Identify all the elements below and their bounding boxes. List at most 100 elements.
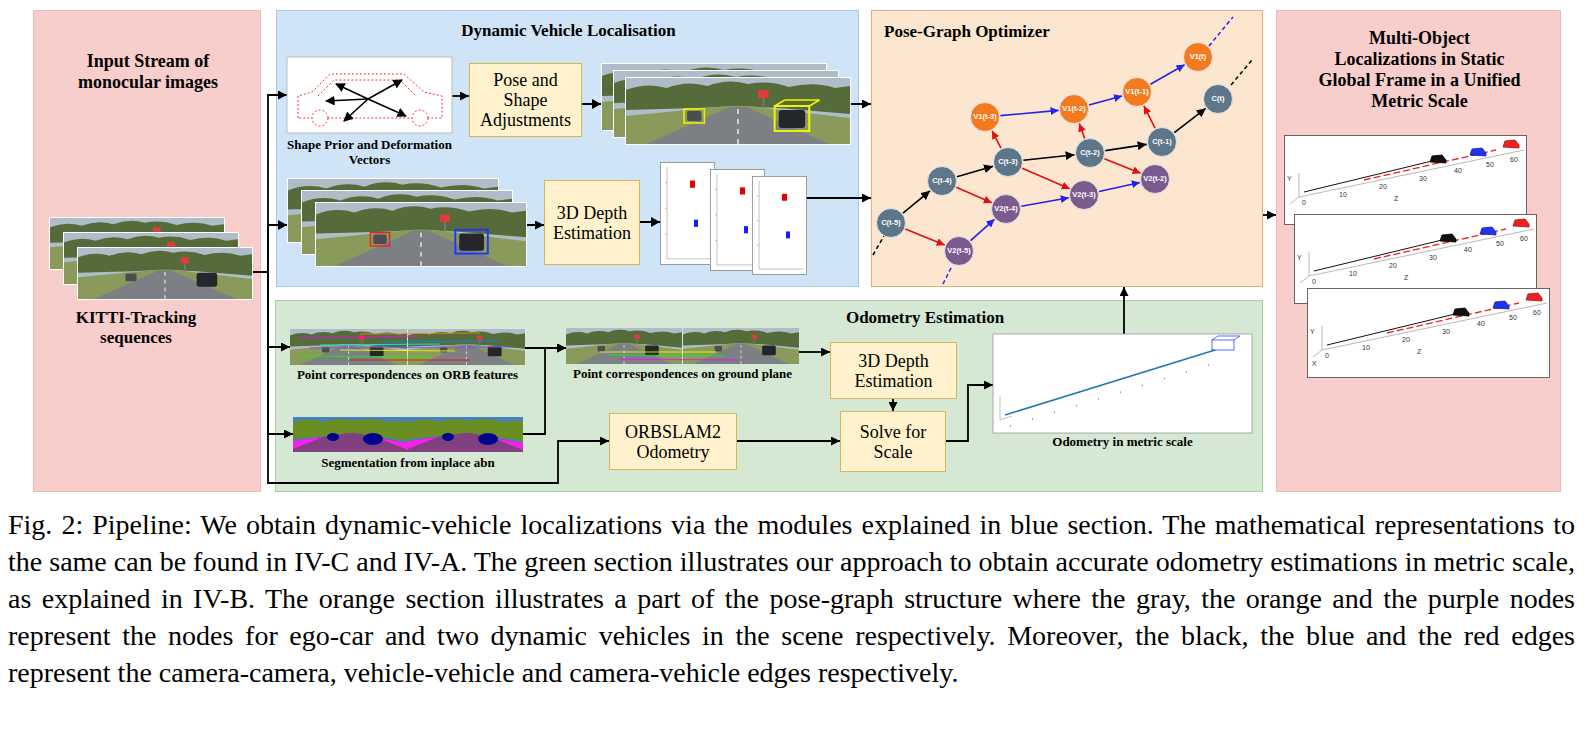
axis-tick: 20 (1402, 336, 1410, 344)
axis-tick: 10 (1339, 191, 1347, 199)
tracked-vehicle-stack-part (613, 70, 839, 138)
odometry-plot-part (1218, 336, 1240, 337)
image-panel: Shape Prior and Deformation Vectors (287, 57, 452, 168)
multi-object-plots (1285, 136, 1550, 378)
connector-arrow (1123, 287, 1125, 334)
image-area (293, 417, 523, 452)
connector-arrow (582, 103, 871, 105)
graph-node: V2(t-5) (944, 236, 974, 266)
image-area (290, 329, 525, 365)
pose-graph-stubs (873, 17, 1252, 284)
pose-graph-stubs-part (873, 236, 884, 255)
connector-arrow (253, 272, 290, 347)
node-label: C(t-3) (998, 158, 1018, 166)
graph-node: C(t-3) (993, 147, 1023, 177)
shape-prior-illustration-part (298, 74, 442, 118)
connector-arrow (1022, 168, 1070, 189)
band-title: Pose-Graph Optimizer (884, 22, 1184, 42)
orb-correspondence-image-part (300, 336, 420, 338)
detection-image-stack-part (315, 202, 527, 267)
axis-tick: 0 (1325, 352, 1329, 360)
process-box: 3D Depth Estimation (830, 342, 957, 399)
ground-plane-image-part (610, 355, 725, 356)
multi-object-plots-part (1295, 215, 1537, 304)
axis-tick: 60 (1510, 156, 1518, 164)
box-label: ORBSLAM2 Odometry (616, 422, 730, 462)
axis-tick: 60 (1533, 309, 1541, 317)
tracked-vehicle-stack-part (602, 64, 826, 130)
odometry-plot-part (1000, 416, 1012, 420)
image-area (287, 57, 452, 133)
odometry-plot (993, 334, 1252, 433)
odometry-plot-part (993, 334, 1252, 433)
shape-prior-illustration-part (326, 99, 368, 101)
image-area (566, 328, 799, 364)
figure-caption: Fig. 2: Pipeline: We obtain dynamic-vehi… (8, 506, 1575, 691)
axis-tick: Y (1287, 175, 1292, 183)
image-panel: Point correspondences on ORB features (290, 329, 525, 383)
image-caption: Segmentation from inplace abn (293, 456, 523, 471)
axis-tick: 40 (1464, 246, 1472, 254)
section-band: Dynamic Vehicle LocalisationShape Prior … (276, 10, 859, 287)
axis-tick: 0 (1312, 278, 1316, 286)
connector-arrow (892, 399, 894, 411)
process-box: Pose and Shape Adjustments (469, 63, 582, 137)
connector-arrow (1174, 108, 1205, 132)
image-panel: Point correspondences on ground plane (566, 328, 799, 382)
axis-tick: Y (1310, 328, 1315, 336)
caption-area: Fig. 2: Pipeline: We obtain dynamic-vehi… (8, 506, 1575, 691)
odometry-plot-part (1010, 361, 1222, 426)
kitti-image-stack-part (63, 232, 239, 285)
detection-image-stack-part (288, 179, 498, 242)
kitti-image-stack (49, 217, 253, 300)
graph-node: V1(t) (1183, 42, 1213, 72)
kitti-image-stack-part (64, 233, 238, 284)
band-title: Input Stream of monocular images (48, 51, 248, 93)
connector-arrow (253, 225, 544, 272)
shape-prior-illustration-part (368, 99, 406, 116)
connector-arrow (956, 187, 992, 203)
node-label: C(t-4) (932, 177, 952, 185)
axis-tick: 30 (1429, 254, 1437, 262)
kitti-image-stack-part (78, 248, 252, 299)
connector-arrow (253, 95, 287, 272)
node-label: C(t-5) (881, 219, 901, 227)
band-title: Odometry Estimation (825, 308, 1025, 328)
orb-correspondence-image-part (310, 347, 510, 348)
ground-plane-image (566, 328, 799, 364)
axis-tick: Z (1404, 274, 1408, 282)
axis-tick: 0 (1302, 199, 1306, 207)
graph-node: C(t-2) (1075, 138, 1105, 168)
odometry-plot-part (1212, 336, 1218, 340)
section-band: Odometry EstimationPoint correspondences… (275, 300, 1263, 492)
image-caption: Odometry in metric scale (993, 435, 1252, 450)
detection-image-stack-part (316, 203, 526, 266)
connector-arrow (1104, 159, 1140, 173)
graph-node: V2(t-2) (1140, 164, 1170, 194)
orb-correspondence-image-part (408, 329, 525, 365)
tracked-vehicle-stack-part (625, 77, 851, 145)
orb-correspondence-image-part (340, 350, 455, 351)
orb-correspondence-image-part (380, 341, 500, 342)
node-label: V1(t) (1190, 53, 1207, 61)
orb-correspondence-image-part (290, 329, 407, 365)
axis-tick: 40 (1477, 320, 1485, 328)
multi-object-plots-part (1308, 289, 1550, 378)
image-area (993, 334, 1252, 433)
connector-arrow (1079, 124, 1084, 139)
graph-node: C(t-5) (876, 208, 906, 238)
shape-prior-illustration-part (336, 84, 368, 99)
connector-arrow (946, 385, 993, 441)
segmentation-image-part (293, 417, 408, 452)
connector-arrow (640, 198, 871, 222)
process-box: Solve for Scale (840, 411, 946, 472)
tracked-vehicle-stack-part (626, 78, 850, 144)
tracked-vehicle-stack-part (601, 63, 827, 131)
connector-arrow (1105, 144, 1146, 150)
orb-correspondence-image (290, 329, 525, 365)
axis-tick: 50 (1486, 161, 1494, 169)
ground-plane-image-part (620, 359, 738, 360)
detection-image-stack-part (287, 178, 499, 243)
node-label: C(t) (1212, 95, 1225, 103)
pose-graph-stubs-part (1209, 17, 1233, 46)
